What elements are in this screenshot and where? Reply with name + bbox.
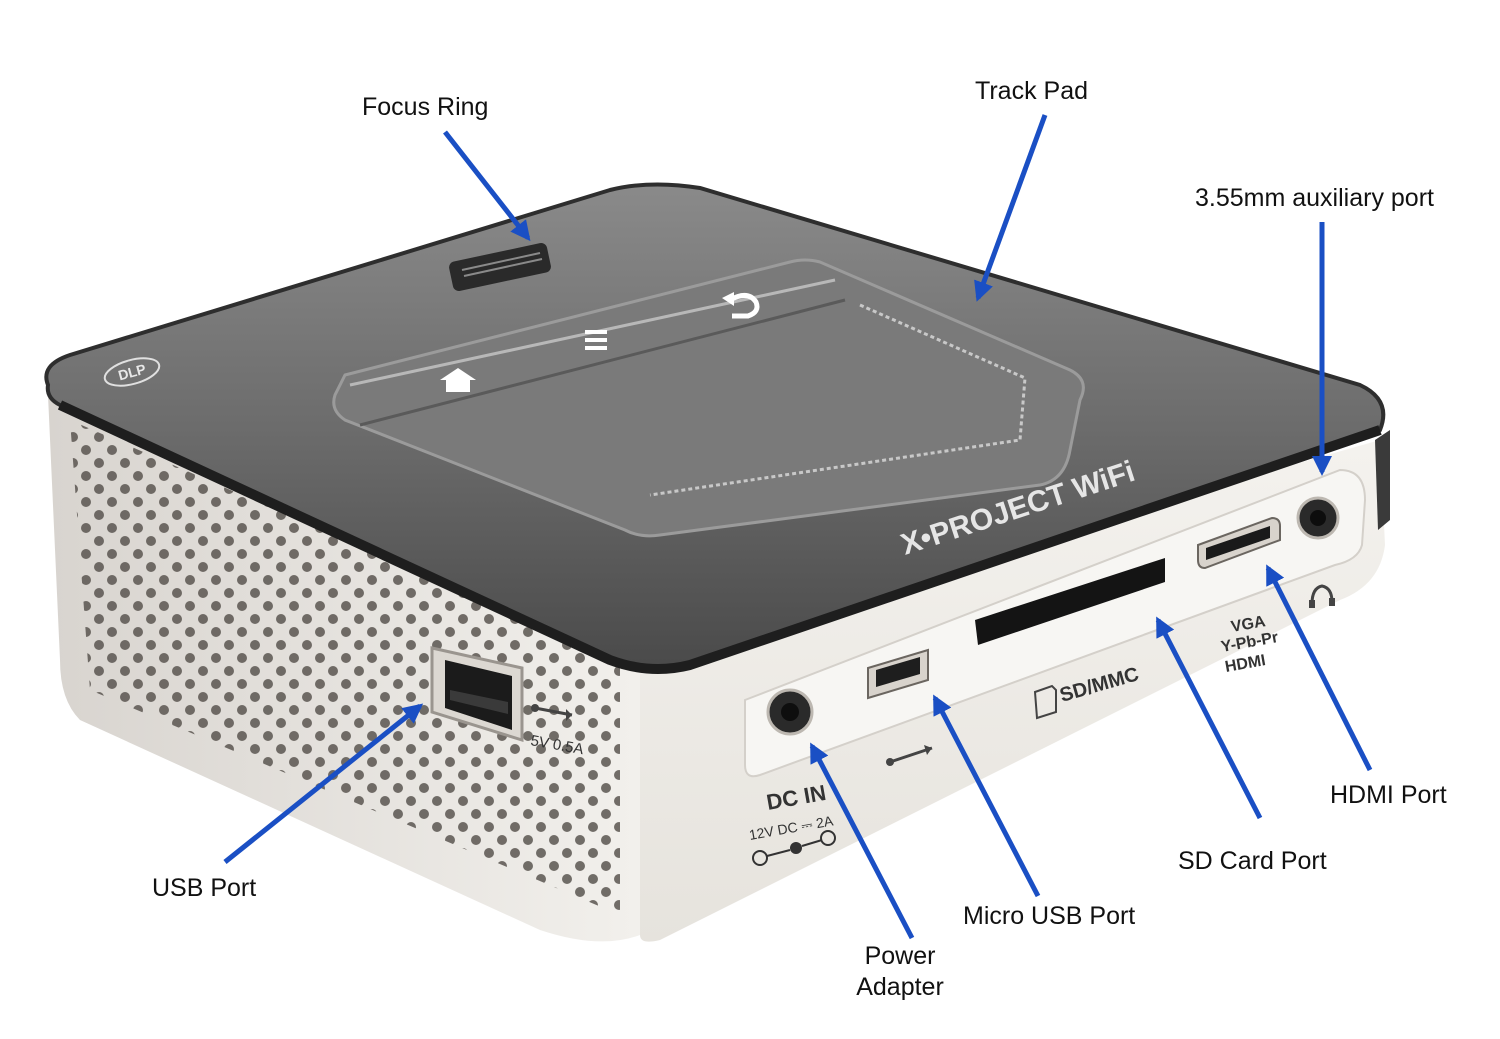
arrow-micro-usb [932, 694, 1041, 898]
headphone-icon [1309, 584, 1335, 608]
hdmi-port[interactable] [1197, 516, 1281, 570]
callout-arrows [223, 114, 1373, 940]
arrow-track-pad [974, 114, 1048, 302]
arrow-hdmi [1265, 564, 1373, 772]
micro-usb-port[interactable] [867, 648, 929, 700]
arrow-usb-port [223, 703, 424, 864]
label-power-adapter-line2: Adapter [856, 973, 944, 1001]
label-aux-port: 3.55mm auxiliary port [1195, 184, 1434, 212]
dlp-text: DLP [116, 361, 147, 384]
video-text-3: HDMI [1224, 652, 1267, 676]
right-edge [1375, 430, 1390, 530]
micro-usb-symbol-icon [886, 745, 933, 766]
label-power-adapter: Power Adapter [848, 941, 952, 1003]
label-focus-ring: Focus Ring [362, 93, 489, 121]
label-power-adapter-line1: Power [864, 942, 936, 970]
menu-icon[interactable] [585, 330, 607, 350]
top-shell-rim [57, 400, 1382, 674]
arrow-sd-card [1155, 616, 1263, 820]
aux-port[interactable] [1296, 496, 1340, 540]
label-hdmi-port: HDMI Port [1330, 781, 1447, 809]
label-track-pad: Track Pad [975, 77, 1089, 105]
back-icon[interactable] [722, 292, 760, 319]
usb-symbol-icon [531, 704, 573, 721]
label-sd-card-port: SD Card Port [1178, 847, 1327, 875]
dc-in-port[interactable] [766, 688, 814, 736]
arrow-power-adapter [809, 742, 915, 940]
vent-grille [70, 420, 620, 915]
focus-ring[interactable] [448, 242, 552, 292]
dlp-logo: DLP [103, 357, 161, 387]
label-micro-usb-port: Micro USB Port [963, 902, 1136, 930]
arrow-focus-ring [443, 130, 531, 242]
sd-card-slot[interactable] [975, 558, 1165, 645]
polarity-icon [752, 830, 836, 866]
video-text-1: VGA [1230, 613, 1268, 636]
home-icon[interactable] [440, 368, 476, 392]
track-pad[interactable] [332, 258, 1085, 538]
label-usb-port: USB Port [152, 874, 257, 902]
usb-port[interactable] [430, 646, 524, 743]
sd-card-icon [1033, 684, 1057, 720]
